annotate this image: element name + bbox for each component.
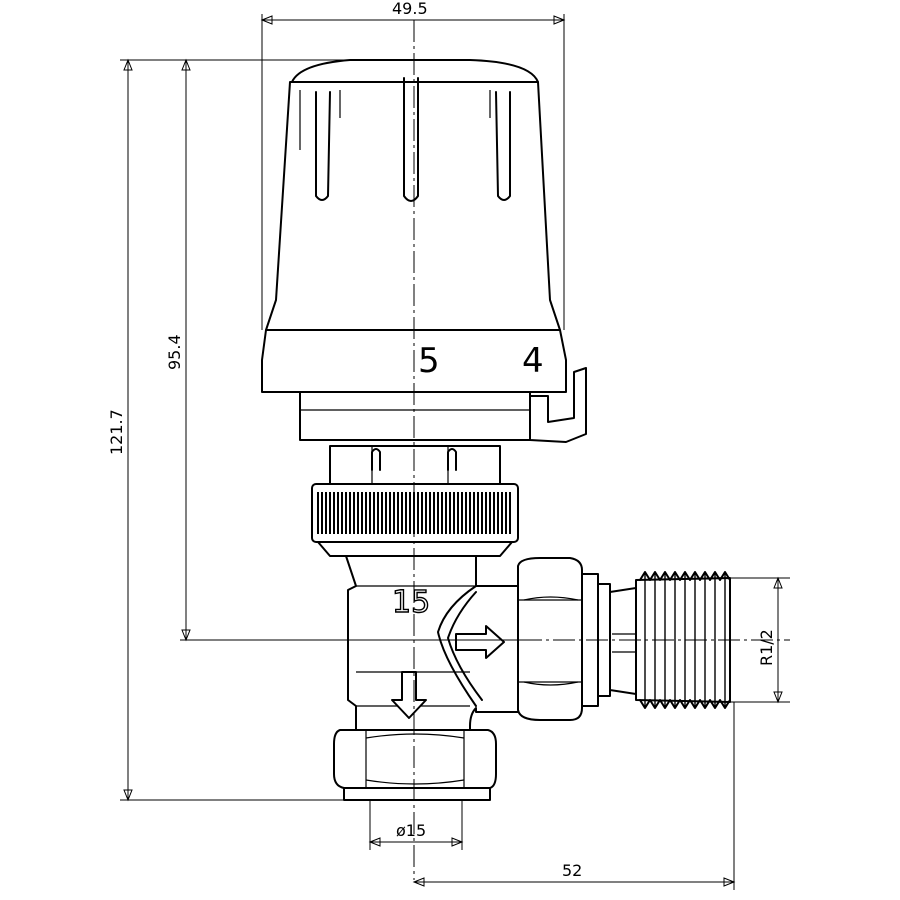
centerlines: [413, 20, 790, 880]
dimension-lines: [120, 14, 790, 890]
body-size-marking: 15: [392, 585, 430, 620]
dim-offset: 52: [562, 861, 582, 880]
dimension-labels: 49.5 121.7 95.4 R1/2 ø15 52: [107, 0, 776, 880]
scale-number-secondary: 4: [522, 341, 544, 381]
dim-height-total: 121.7: [107, 409, 126, 455]
dim-height-inlet: 95.4: [165, 334, 184, 370]
stem-and-knurled-nut: [311, 445, 519, 557]
scale-number-primary: 5: [418, 341, 440, 381]
dim-pipe-diameter: ø15: [396, 821, 426, 840]
flow-arrow-outlet-icon: [391, 671, 427, 719]
knurled-nut-texture: [317, 492, 511, 534]
valve-body: 15: [345, 555, 731, 731]
thread-profile: [639, 571, 731, 581]
bottom-compression-nut: [333, 729, 497, 801]
dim-thread: R1/2: [757, 629, 776, 666]
flow-arrow-inlet-icon: [455, 625, 505, 659]
thread-profile: [639, 699, 731, 709]
dim-top-width: 49.5: [392, 0, 428, 18]
thermostatic-head: 5 4: [261, 59, 587, 443]
